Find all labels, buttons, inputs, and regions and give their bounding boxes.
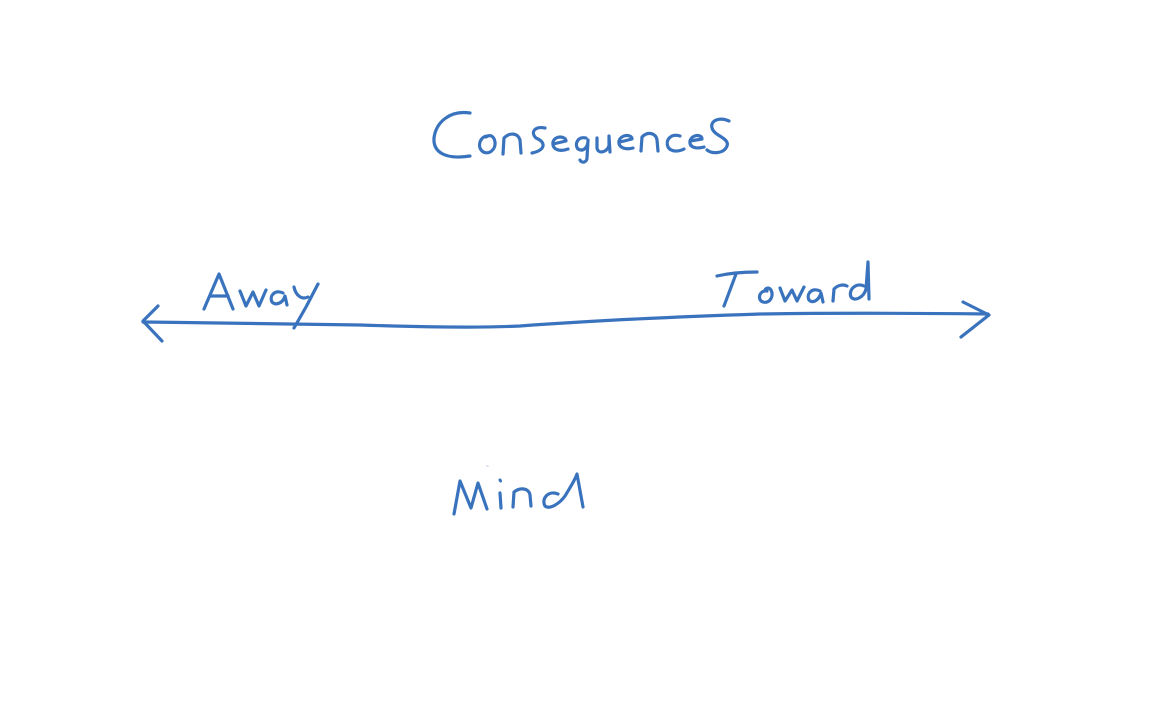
- away-handwriting: [202, 272, 320, 330]
- right-arrowhead-icon: [959, 300, 991, 339]
- left-arrowhead-icon: [141, 304, 164, 343]
- mind-handwriting: [452, 465, 585, 516]
- consequences-handwriting: [432, 110, 731, 164]
- away-toward-arrow[interactable]: [141, 300, 991, 343]
- toward-handwriting: [715, 260, 871, 308]
